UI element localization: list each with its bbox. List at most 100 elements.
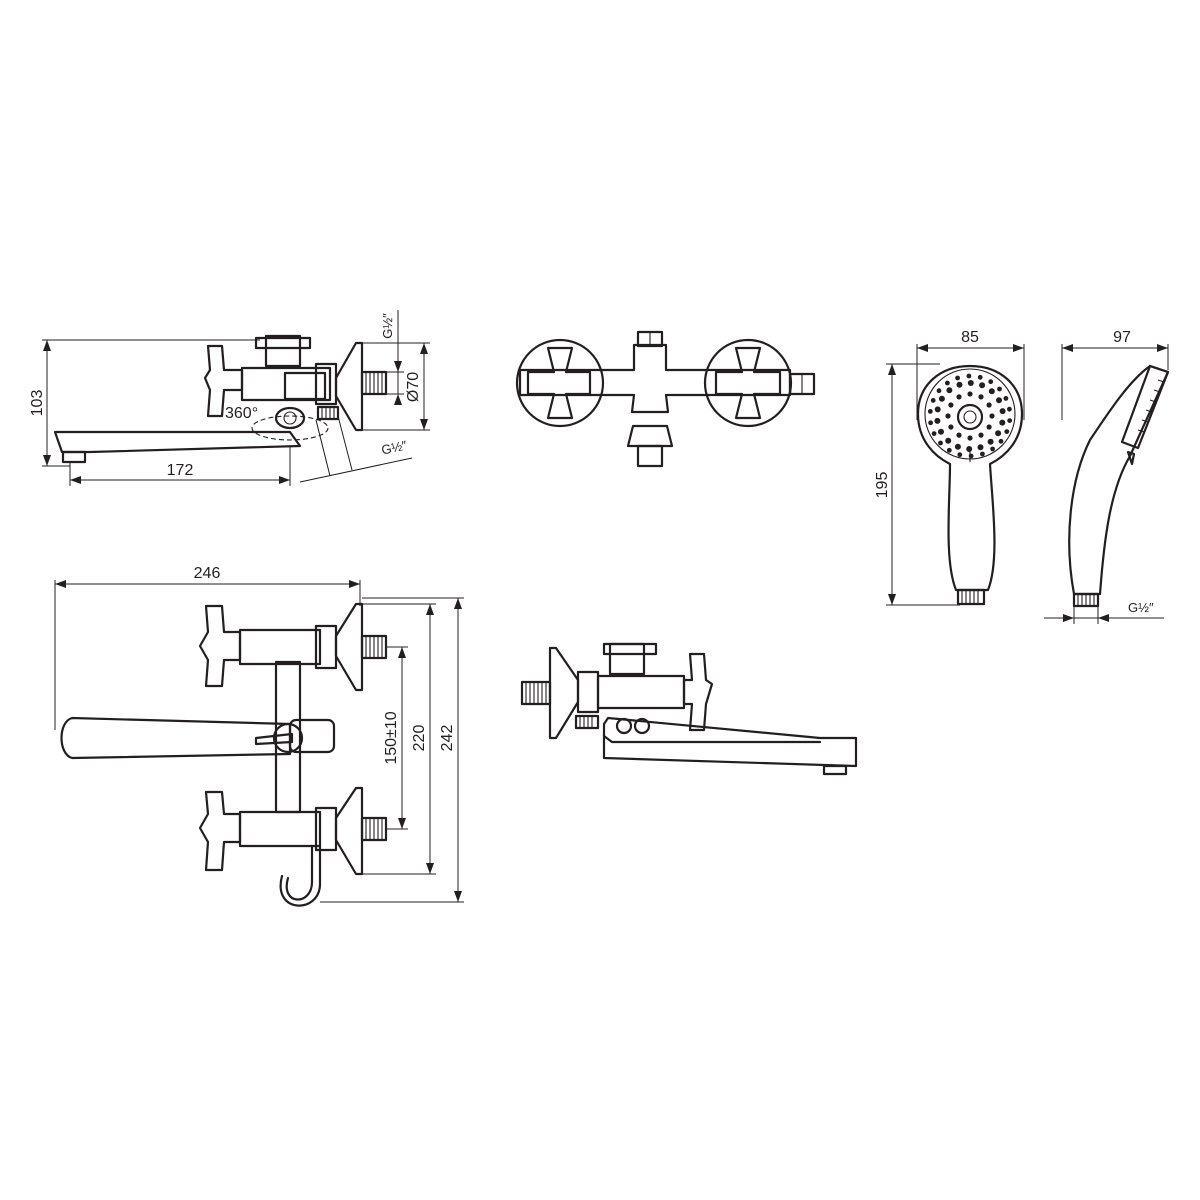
shower-nozzle-dot bbox=[966, 446, 973, 452]
mirror-outlet-a bbox=[615, 717, 633, 735]
shower-nozzle-dot bbox=[927, 409, 933, 414]
shower-side-body bbox=[1068, 364, 1170, 596]
shower-nozzle-dot bbox=[946, 447, 952, 453]
shower-nozzle-dot bbox=[980, 451, 985, 457]
top-valve-body bbox=[238, 628, 322, 666]
thread-hatch bbox=[365, 372, 383, 394]
dimension-line-103 bbox=[42, 339, 260, 467]
shower-thread bbox=[956, 588, 986, 606]
diverter-cap bbox=[264, 334, 302, 368]
shower-nozzle-dot bbox=[938, 395, 945, 402]
shower-nozzle-dot bbox=[968, 453, 974, 459]
mirror-outlet-b bbox=[633, 717, 651, 735]
dimension-line-195 bbox=[886, 363, 960, 606]
shower-nozzle-dot bbox=[1007, 418, 1013, 423]
shower-nozzle-dot bbox=[990, 446, 995, 452]
dimension-line-85 bbox=[916, 344, 1025, 420]
shower-nozzle-dot bbox=[989, 413, 995, 419]
shower-nozzle-dot bbox=[945, 437, 952, 444]
thread-label-top: G½″ bbox=[380, 313, 395, 339]
shower-nozzle-dot bbox=[986, 402, 992, 408]
shower-nozzle-dot bbox=[999, 408, 1006, 415]
shower-nozzle-dot bbox=[955, 375, 960, 381]
front-body bbox=[274, 660, 302, 814]
dimension-text-dia70: Ø70 bbox=[405, 372, 422, 402]
shower-nozzles bbox=[927, 373, 1013, 459]
diverter-block bbox=[283, 371, 327, 401]
shower-nozzle-dot bbox=[997, 386, 1002, 392]
diverter-knob bbox=[254, 336, 312, 350]
dimension-text-150: 150±10 bbox=[383, 711, 400, 764]
shower-nozzle-dot bbox=[1003, 396, 1009, 401]
dimension-text-246: 246 bbox=[194, 565, 221, 582]
dimension-text-242: 242 bbox=[439, 725, 456, 752]
dimension-text-172: 172 bbox=[167, 462, 194, 479]
shower-nozzle-dot bbox=[945, 413, 951, 419]
dimension-text-195: 195 bbox=[874, 472, 891, 499]
shower-nozzle-dot bbox=[928, 420, 933, 426]
shower-nozzle-dot bbox=[998, 438, 1004, 444]
shower-nozzle-dot bbox=[1007, 406, 1012, 412]
mirror-aerator bbox=[822, 764, 848, 776]
thread-label-shower: G½″ bbox=[1128, 600, 1154, 615]
shower-nozzle-dot bbox=[978, 394, 984, 400]
shower-nozzle-dot bbox=[966, 373, 972, 379]
shower-nozzle-dot bbox=[938, 428, 944, 435]
shower-nozzle-dot bbox=[988, 379, 994, 385]
thread-dim-bottom bbox=[299, 415, 413, 483]
shower-outlet-inner bbox=[283, 411, 297, 425]
dimension-text-97: 97 bbox=[1113, 329, 1131, 346]
shower-nozzle-dot bbox=[956, 394, 962, 400]
shower-nozzle-dot bbox=[946, 387, 953, 394]
shower-nozzle-dot bbox=[931, 431, 937, 436]
rotation-path bbox=[251, 415, 329, 441]
mirror-valve-body bbox=[596, 674, 686, 710]
dimension-line-220 bbox=[362, 603, 436, 875]
mirror-spout bbox=[602, 716, 858, 768]
front-view: 246 150±10 bbox=[54, 565, 464, 907]
dimension-text-220: 220 bbox=[411, 725, 428, 752]
mirror-flange bbox=[548, 646, 580, 740]
shower-nozzle-dot bbox=[995, 430, 1002, 437]
shower-side-face bbox=[1120, 364, 1170, 450]
mirror-diverter-cap bbox=[608, 642, 646, 676]
shower-center-ring bbox=[956, 403, 984, 431]
shower-nozzle-dot bbox=[948, 424, 954, 430]
shower-thread-stub bbox=[316, 405, 340, 421]
shower-nozzle-dot bbox=[934, 417, 941, 424]
side-view: 103 360° 172 bbox=[29, 310, 430, 486]
outlet-thread bbox=[636, 444, 664, 468]
shower-nozzle-dot bbox=[936, 388, 942, 394]
hand-shower-front: 85 195 bbox=[874, 329, 1025, 606]
left-handle-disc bbox=[515, 338, 605, 428]
dimension-line-242 bbox=[320, 597, 464, 903]
shower-nozzle-dot bbox=[1004, 429, 1010, 434]
bottom-flange bbox=[334, 786, 364, 876]
mirror-nut bbox=[576, 670, 600, 714]
shower-nozzle-dot bbox=[977, 374, 983, 380]
right-handle-disc bbox=[703, 338, 793, 428]
rotation-label: 360° bbox=[225, 405, 258, 422]
top-flange bbox=[334, 602, 364, 692]
cross-handle bbox=[203, 344, 244, 418]
bottom-handle bbox=[198, 790, 242, 872]
shower-nozzle-dot bbox=[967, 391, 973, 397]
shower-nozzle-dot bbox=[967, 380, 974, 386]
dimension-line-172 bbox=[69, 446, 291, 486]
top-view bbox=[515, 330, 816, 468]
thread-label-bottom: G½″ bbox=[380, 438, 409, 458]
outlet-nut bbox=[626, 424, 674, 448]
shower-nozzle-dot bbox=[956, 381, 963, 388]
left-cross bbox=[526, 346, 592, 420]
wall-flange bbox=[334, 341, 364, 432]
dimension-text-85: 85 bbox=[961, 329, 979, 346]
shower-nozzle-dot bbox=[945, 380, 950, 386]
shower-nozzle-dot bbox=[954, 443, 961, 450]
shower-nozzle-dot bbox=[938, 440, 943, 446]
mirrored-side-view bbox=[520, 642, 858, 776]
shower-side-lever bbox=[1126, 450, 1136, 466]
right-cross bbox=[714, 346, 782, 420]
shower-hook bbox=[285, 844, 314, 901]
shower-nozzle-dot bbox=[956, 432, 962, 438]
